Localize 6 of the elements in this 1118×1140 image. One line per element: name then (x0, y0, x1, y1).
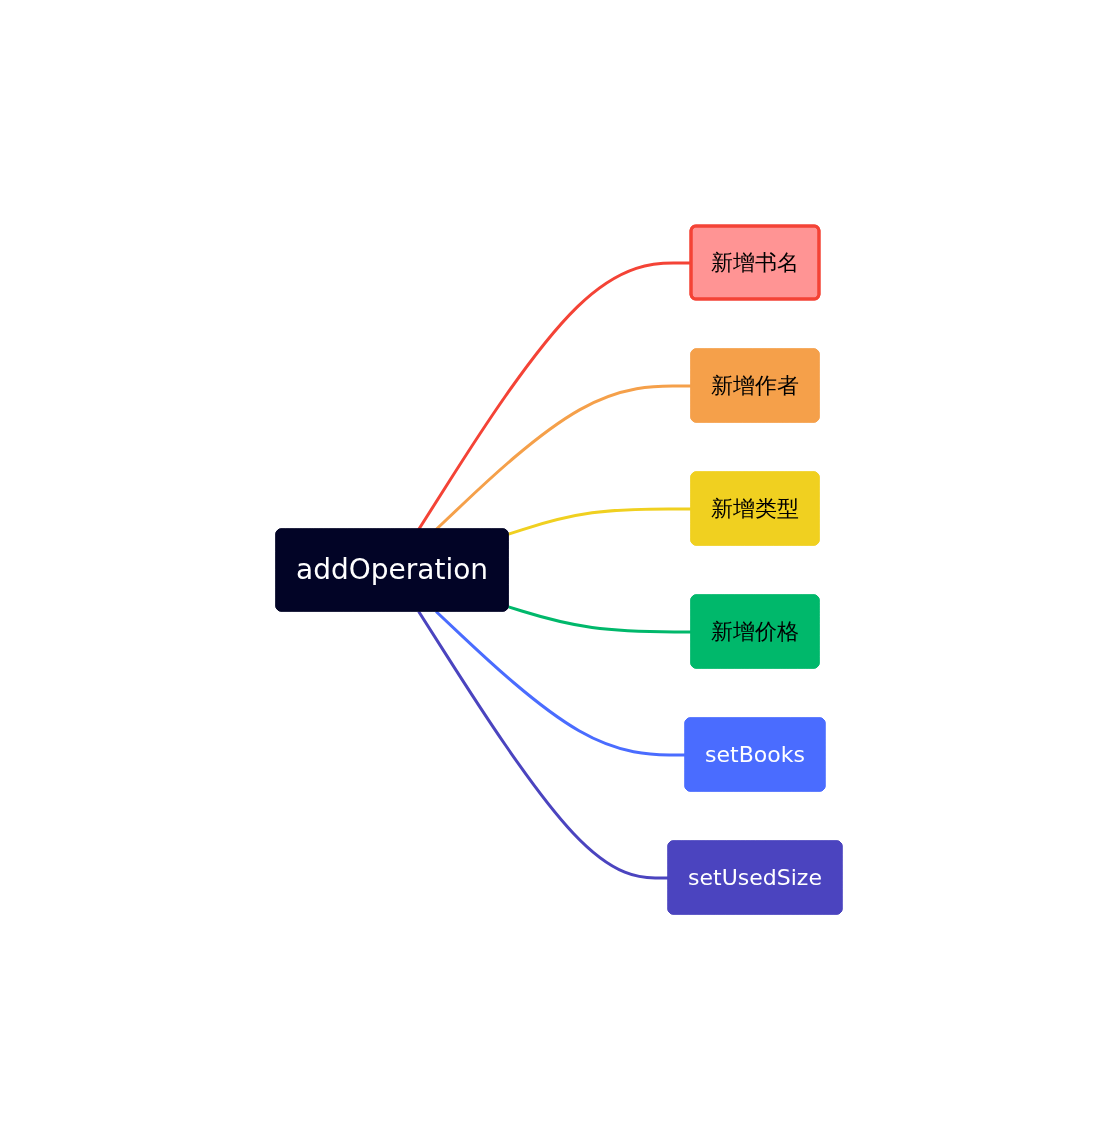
connector (417, 610, 669, 880)
connector (508, 605, 692, 634)
connector (508, 507, 692, 536)
connector (435, 384, 692, 531)
connector (435, 610, 686, 757)
connector (417, 261, 692, 531)
